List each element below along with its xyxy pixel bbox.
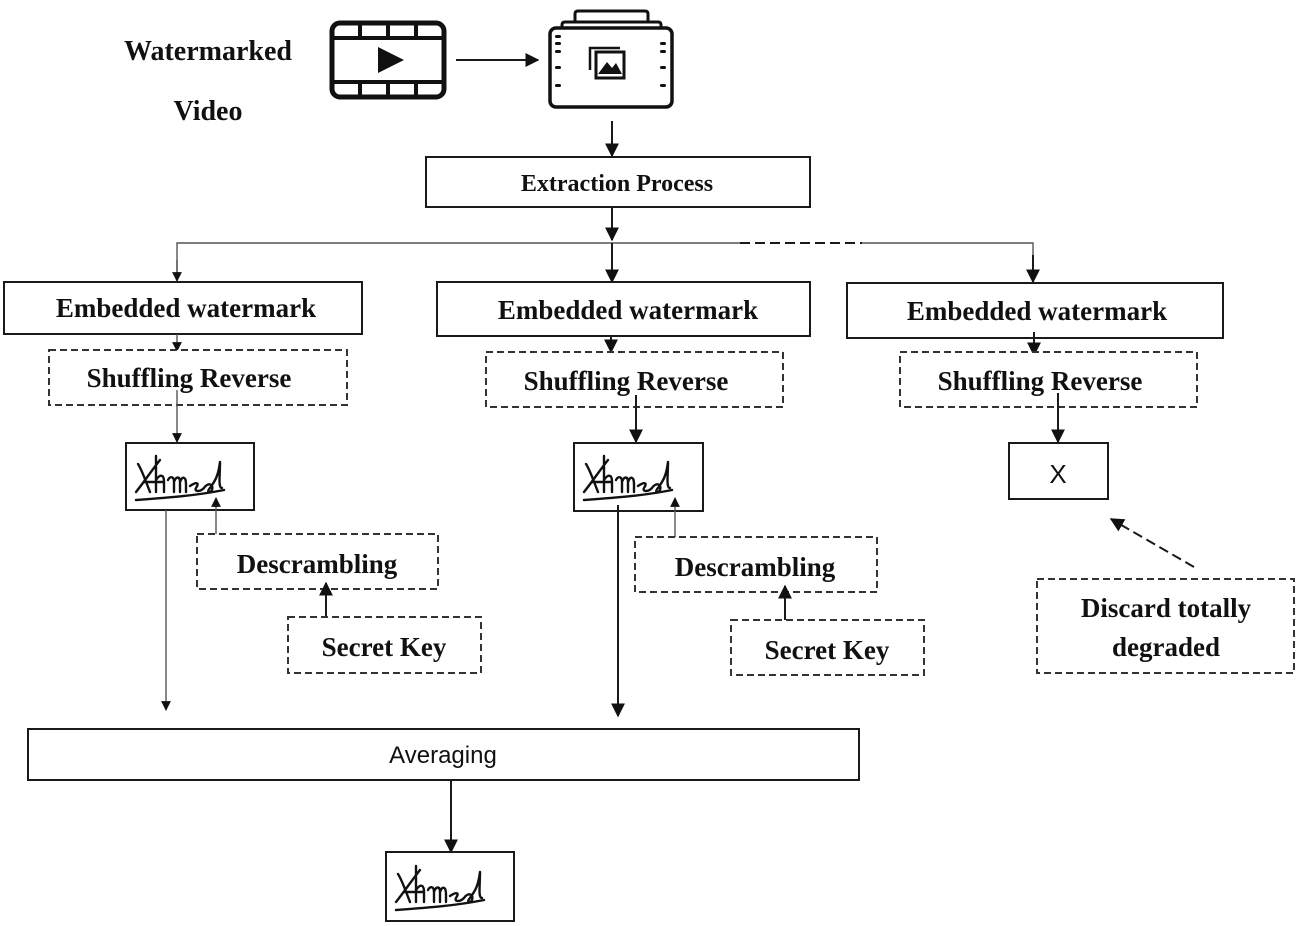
extraction-process-box — [425, 156, 811, 208]
image-frames-icon — [548, 9, 674, 109]
shuffling-reverse-label: Shuffling Reverse — [938, 366, 1143, 396]
branch-2: Embedded watermark Shuffling Reverse Des… — [436, 281, 925, 718]
descrambling-box — [634, 536, 878, 593]
branch-line-right — [862, 242, 1034, 258]
branch-1: Embedded watermark Shuffling Reverse Des… — [3, 281, 482, 711]
embedded-watermark-label: Embedded watermark — [907, 296, 1167, 326]
descrambling-label: Descrambling — [237, 549, 398, 579]
shuffling-reverse-label: Shuffling Reverse — [87, 363, 292, 393]
video-play-icon — [329, 20, 447, 100]
averaging-box — [27, 728, 860, 781]
embedded-watermark-box — [846, 282, 1224, 339]
averaging-label: Averaging — [389, 742, 497, 769]
discard-note-line1: Discard totally — [1081, 593, 1252, 623]
discarded-watermark-box — [1008, 442, 1109, 500]
secret-key-box — [287, 616, 482, 674]
arrow-discard-note — [1109, 518, 1195, 568]
discarded-mark: X — [1049, 459, 1066, 489]
embedded-watermark-label: Embedded watermark — [56, 293, 316, 323]
embedded-watermark-box — [436, 281, 811, 337]
descrambling-box — [196, 533, 439, 590]
shuffling-reverse-box — [485, 351, 784, 408]
branch-line-left — [176, 242, 740, 280]
descrambling-label: Descrambling — [675, 552, 836, 582]
source-label-line1: Watermarked — [124, 36, 292, 67]
shuffling-reverse-box — [48, 349, 348, 406]
embedded-watermark-label: Embedded watermark — [498, 295, 758, 325]
shuffling-reverse-label: Shuffling Reverse — [524, 366, 729, 396]
discard-note-line2: degraded — [1112, 632, 1220, 662]
embedded-watermark-box — [3, 281, 363, 335]
source-label-line2: Video — [174, 96, 243, 127]
secret-key-box — [730, 619, 925, 676]
secret-key-label: Secret Key — [765, 635, 890, 665]
discard-note-box — [1036, 578, 1295, 674]
branch-3: Embedded watermark Shuffling Reverse X D… — [846, 282, 1295, 674]
extraction-process-label: Extraction Process — [521, 171, 713, 197]
secret-key-label: Secret Key — [322, 632, 447, 662]
shuffling-reverse-box — [899, 351, 1198, 408]
